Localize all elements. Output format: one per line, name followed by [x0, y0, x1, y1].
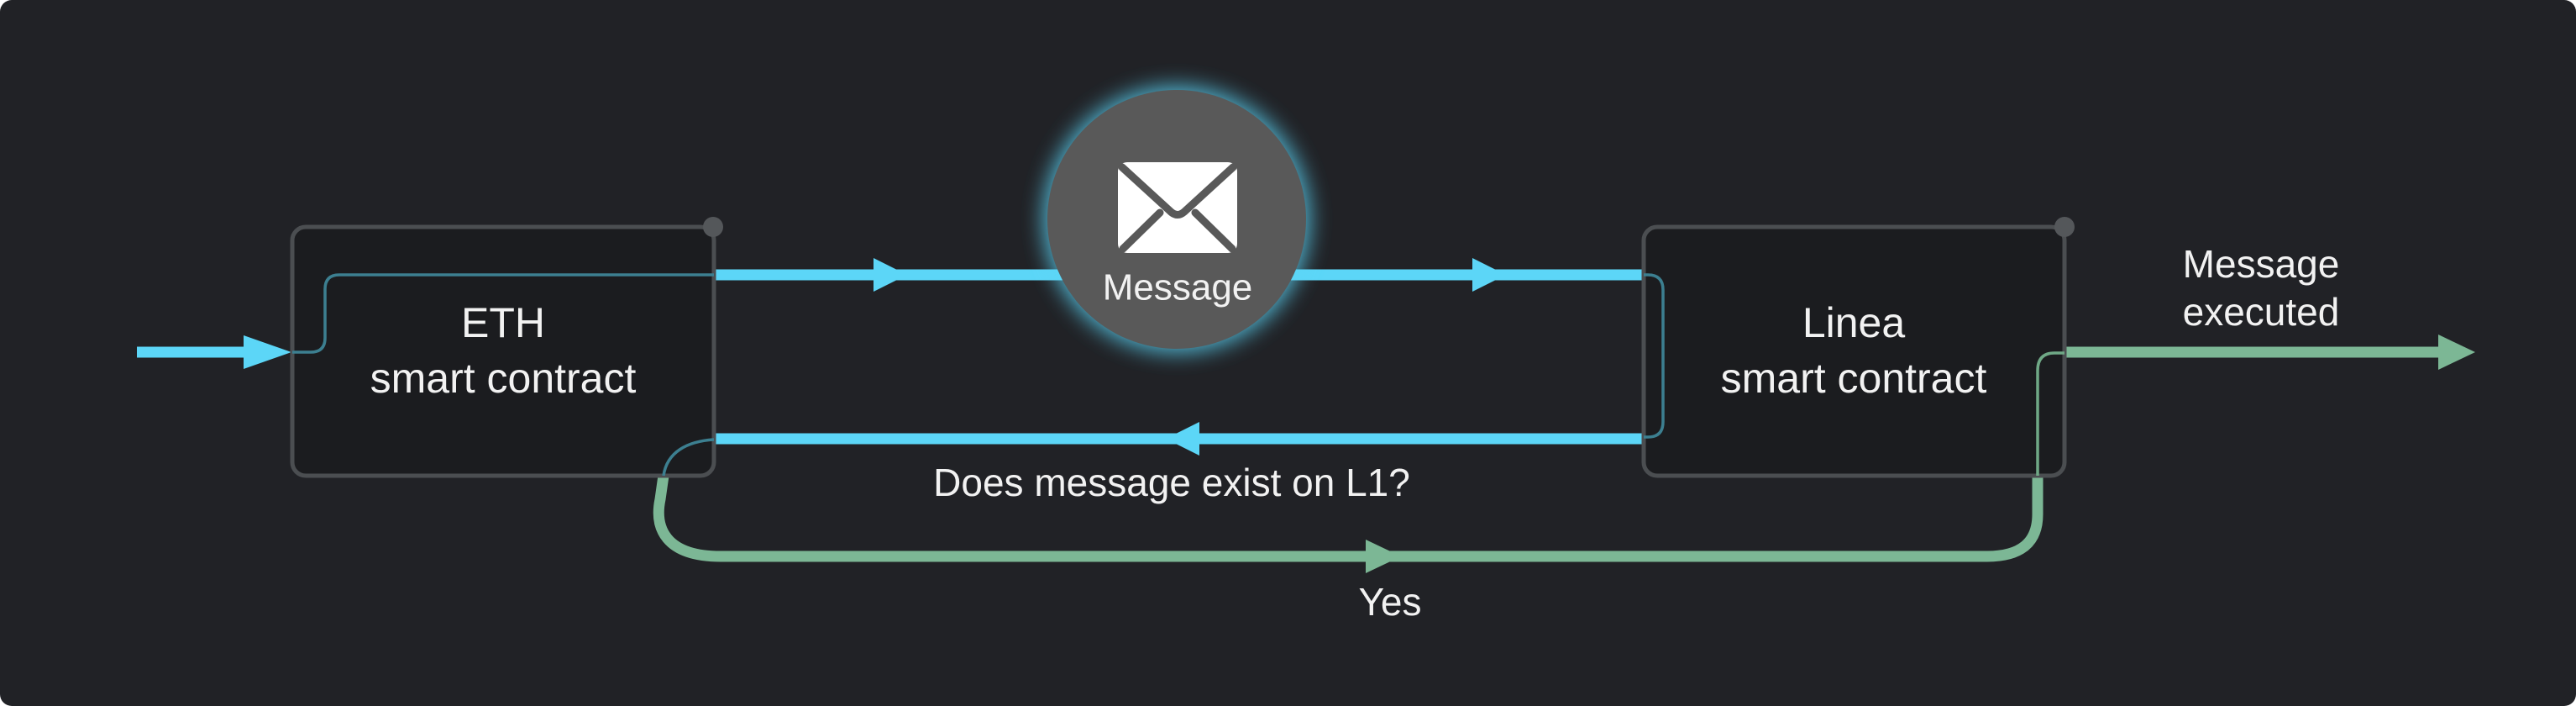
eth-node-title-line2: smart contract [370, 355, 637, 402]
yes-arrowhead-icon [1366, 540, 1401, 573]
executed-flow [2064, 335, 2475, 370]
query-arrowhead-icon [1166, 422, 1199, 456]
eth-node-box [290, 224, 716, 478]
executed-label-line1: Message [2183, 242, 2340, 286]
linea-inner-bracket-line [1644, 273, 1665, 439]
eth-inner-route-line [292, 273, 714, 354]
eth-node-anchor-dot [703, 217, 723, 237]
node-eth-smart-contract: ETH smart contract [290, 217, 723, 478]
yes-loop-flow [653, 475, 2043, 573]
query-flow [714, 422, 1644, 456]
linea-node-box [1641, 224, 2067, 478]
yes-label: Yes [1358, 580, 1421, 624]
envelope-icon [1118, 162, 1237, 253]
send-arrowhead-right-icon [1472, 258, 1506, 292]
entry-arrow [137, 335, 291, 369]
node-message: Message [1044, 87, 1309, 352]
linea-node-title-line2: smart contract [1721, 355, 1987, 402]
message-circle-label: Message [1103, 267, 1253, 308]
eth-inner-corner-line [662, 438, 715, 477]
linea-inner-route-line [2036, 351, 2064, 476]
executed-arrowhead-icon [2438, 335, 2475, 370]
eth-node-title-line1: ETH [461, 299, 545, 346]
executed-label-line2: executed [2183, 290, 2340, 334]
entry-arrowhead-icon [244, 335, 291, 369]
send-arrowhead-left-icon [874, 258, 907, 292]
yes-loop-line [653, 475, 2043, 562]
linea-node-title-line1: Linea [1802, 299, 1906, 346]
linea-node-anchor-dot [2054, 217, 2075, 237]
question-label: Does message exist on L1? [933, 461, 1410, 504]
node-linea-smart-contract: Linea smart contract [1641, 217, 2075, 478]
